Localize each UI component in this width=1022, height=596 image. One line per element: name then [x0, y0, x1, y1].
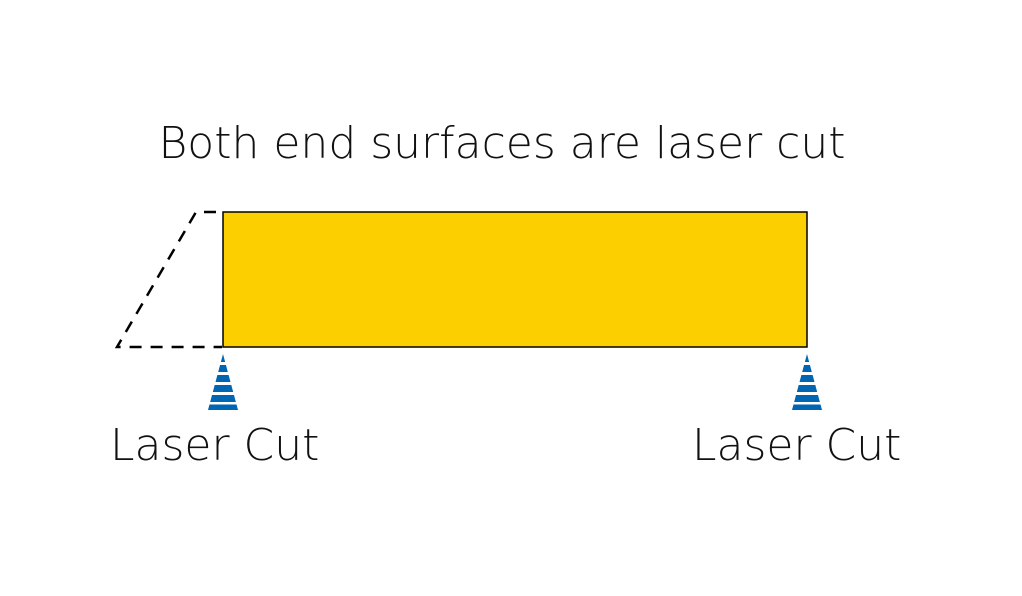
- diagram-title: Both end surfaces are laser cut: [158, 118, 846, 169]
- laser-beam-icon: [787, 354, 827, 410]
- laser-beam-icon: [203, 354, 243, 410]
- removed-end-outline: [114, 210, 222, 349]
- workpiece-bar: [222, 211, 808, 348]
- left-laser-cut-label: Laser Cut: [110, 420, 320, 471]
- right-laser-cut-label: Laser Cut: [692, 420, 902, 471]
